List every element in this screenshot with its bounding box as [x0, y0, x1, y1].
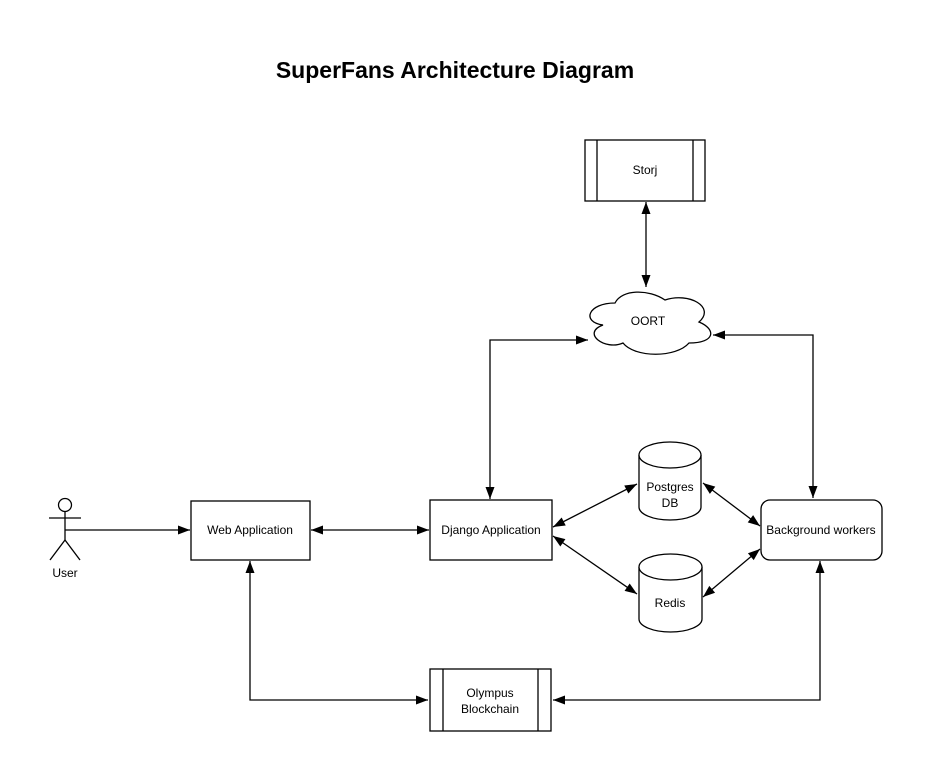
olympus-label-line2: Blockchain — [461, 702, 519, 716]
user-actor-right-leg — [64, 539, 81, 561]
node-django-application: Django Application — [429, 499, 553, 561]
olympus-label-line1: Olympus — [466, 686, 513, 700]
redis-label: Redis — [655, 596, 686, 610]
edge-django-redis — [552, 535, 638, 595]
edge-workers-olympus — [553, 561, 825, 705]
diagram-title: SuperFans Architecture Diagram — [276, 57, 634, 83]
edge-webapp-olympus — [245, 561, 428, 705]
postgres-cylinder-top — [638, 441, 702, 469]
node-storj: Storj — [584, 139, 706, 202]
node-oort: OORT — [589, 291, 712, 355]
olympus-blockchain-box — [429, 668, 552, 732]
edge-postgres-workers — [702, 482, 761, 527]
postgres-label-line2: DB — [662, 496, 679, 510]
edge-redis-workers — [702, 548, 761, 598]
edge-django-postgres — [552, 483, 638, 528]
node-olympus-blockchain: Olympus Blockchain — [429, 668, 552, 732]
oort-label: OORT — [631, 314, 666, 328]
node-user: User — [49, 497, 81, 580]
django-application-box — [429, 499, 553, 561]
user-actor-head — [57, 497, 73, 513]
node-redis: Redis — [638, 553, 703, 633]
storj-label: Storj — [633, 163, 658, 177]
node-web-application: Web Application — [190, 500, 311, 561]
storj-box — [584, 139, 706, 202]
redis-cylinder-body — [638, 567, 703, 633]
web-application-label: Web Application — [207, 523, 293, 537]
background-workers-box — [760, 499, 883, 561]
postgres-label-line1: Postgres — [646, 480, 693, 494]
user-actor-left-leg — [49, 539, 66, 561]
node-postgres: Postgres DB — [638, 441, 702, 521]
background-workers-label: Background workers — [766, 523, 875, 537]
edge-oort-workers — [713, 330, 818, 498]
postgres-cylinder-body — [638, 455, 702, 521]
redis-cylinder-top — [638, 553, 703, 581]
oort-cloud-shape — [589, 291, 712, 355]
edge-django-oort — [485, 335, 588, 499]
node-background-workers: Background workers — [760, 499, 883, 561]
web-application-box — [190, 500, 311, 561]
django-application-label: Django Application — [441, 523, 540, 537]
user-label: User — [52, 566, 77, 580]
